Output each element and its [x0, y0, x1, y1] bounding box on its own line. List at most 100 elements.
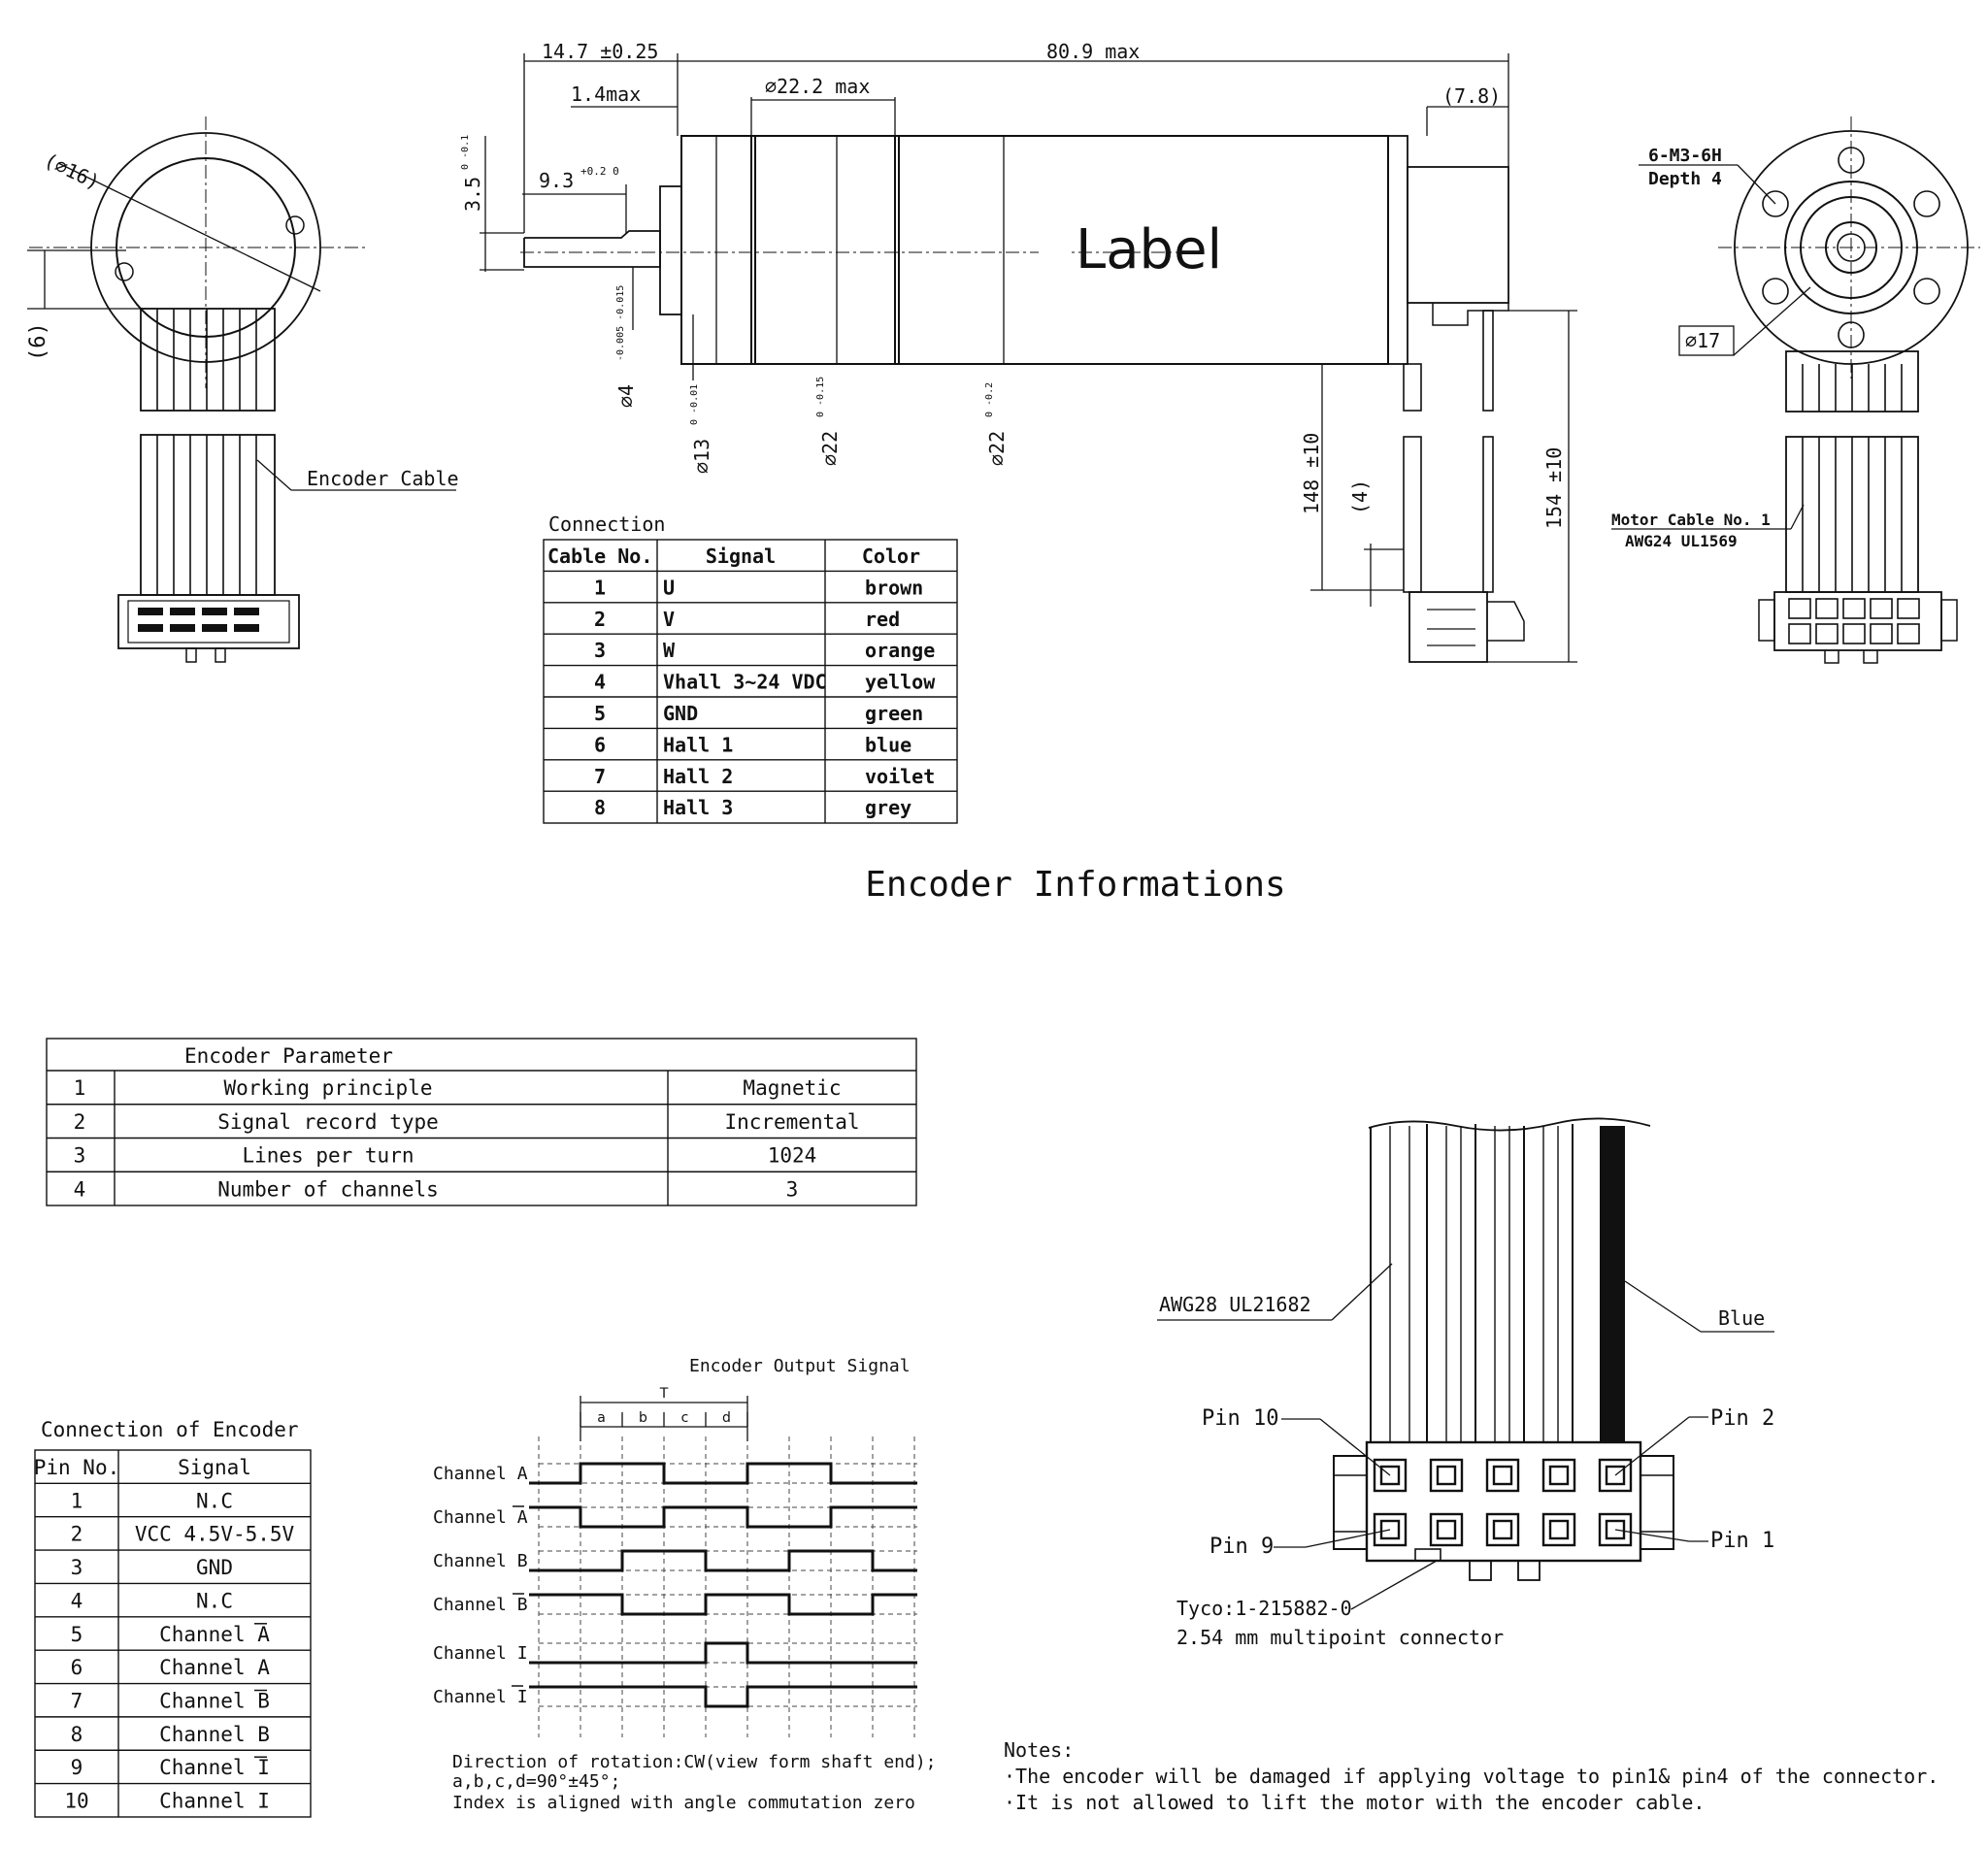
conn-cell-color: yellow [865, 671, 936, 694]
enc-cell-signal: N.C [196, 1589, 233, 1612]
dim-d22-a-tol: 0 -0.15 [815, 377, 826, 417]
conn-cell-no: 2 [594, 608, 606, 631]
signal-channel-label: Channel A [433, 1507, 528, 1528]
dim-d22-a: ⌀22 [818, 431, 842, 466]
conn-cell-no: 3 [594, 639, 606, 662]
dim-d22-b-tol: 0 -0.2 [984, 382, 995, 417]
conn-cell-signal: Hall 2 [663, 765, 733, 788]
connection-title: Connection [548, 512, 665, 536]
param-cell-no: 4 [74, 1177, 86, 1201]
conn-cell-signal: Hall 1 [663, 733, 733, 756]
conn-cell-no: 1 [594, 576, 606, 599]
dim-14-7: 14.7 ±0.25 [542, 40, 658, 63]
enc-cell-signal: Channel A [159, 1656, 270, 1679]
pin10-label: Pin 10 [1202, 1406, 1278, 1431]
signal-note-3: Index is aligned with angle commutation … [452, 1793, 915, 1813]
conn-cell-no: 6 [594, 733, 606, 756]
left-d16-label: (⌀16) [41, 149, 104, 194]
motor-side-view: Label ⌀22.2 max 14.7 ±0.25 80.9 max [460, 40, 1577, 663]
motor-label-text: Label [1076, 218, 1222, 281]
note-2: ·It is not allowed to lift the motor wit… [1004, 1791, 1705, 1814]
pin1-label: Pin 1 [1710, 1529, 1774, 1553]
conn-cell-signal: W [663, 639, 676, 662]
motor-cable-label-2: AWG24 UL1569 [1625, 532, 1738, 550]
dim-d13-tol: 0 -0.01 [689, 384, 700, 425]
enc-cell-pin: 7 [71, 1690, 83, 1713]
dim-d4: ⌀4 [614, 384, 638, 408]
signal-channel-label: Channel I [433, 1643, 528, 1664]
dim-9-3: 9.3 [539, 169, 574, 192]
signal-period-T: T [659, 1386, 669, 1402]
conn-cell-no: 4 [594, 671, 606, 694]
left-end-view: (⌀16) Encoder Cable [26, 116, 459, 663]
conn-cell-signal: V [663, 608, 675, 631]
notes: Notes: ·The encoder will be damaged if a… [1004, 1738, 1938, 1814]
param-cell-no: 3 [74, 1144, 86, 1168]
signal-channel-label: Channel B [433, 1551, 528, 1571]
signal-channel-label: Channel B [433, 1595, 528, 1615]
signal-title: Encoder Output Signal [689, 1356, 911, 1376]
enc-cell-signal: VCC 4.5V-5.5V [135, 1523, 295, 1546]
dim-3-5: 3.5 [461, 177, 484, 212]
dim-d22-2max: ⌀22.2 max [765, 75, 870, 98]
conn-cell-color: brown [865, 576, 923, 599]
signal-phase-label: c [681, 1410, 689, 1426]
conn-cell-color: grey [865, 796, 911, 819]
conn-header-signal: Signal [706, 545, 776, 568]
conn-cell-color: blue [865, 733, 911, 756]
conn-cell-color: red [865, 608, 900, 631]
signal-phase-label: a [597, 1410, 606, 1426]
enc-conn-title: Connection of Encoder [41, 1418, 299, 1441]
note-1: ·The encoder will be damaged if applying… [1004, 1765, 1938, 1788]
blue-label: Blue [1718, 1306, 1765, 1330]
signal-channel-label: Channel I [433, 1687, 528, 1707]
conn-cell-signal: GND [663, 702, 698, 725]
conn-cell-signal: Vhall 3~24 VDC [663, 671, 827, 694]
signal-phase-label: b [639, 1410, 647, 1426]
enc-cell-signal: Channel I [159, 1790, 270, 1813]
conn-cell-no: 8 [594, 796, 606, 819]
awg28-label: AWG28 UL21682 [1159, 1293, 1311, 1316]
dim-154: 154 ±10 [1542, 447, 1566, 529]
conn-cell-no: 7 [594, 765, 606, 788]
conn-cell-color: green [865, 702, 923, 725]
dim-d13: ⌀13 [690, 439, 713, 474]
param-cell-no: 2 [74, 1110, 86, 1134]
enc-cell-pin: 3 [71, 1556, 83, 1579]
param-cell-value: Magnetic [743, 1076, 841, 1100]
motor-cable-label-1: Motor Cable No. 1 [1611, 511, 1771, 529]
dim-80-9: 80.9 max [1046, 40, 1140, 63]
dim-7-8: (7.8) [1442, 84, 1501, 108]
param-cell-name: Working principle [224, 1076, 433, 1100]
enc-cell-signal: GND [196, 1556, 233, 1579]
connector-desc: 2.54 mm multipoint connector [1176, 1626, 1504, 1649]
dim-9-3-tol: +0.2 0 [580, 165, 619, 178]
d17-label: ⌀17 [1685, 329, 1720, 352]
dim-3-5-tol: 0 -0.1 [460, 135, 471, 170]
signal-note-1: Direction of rotation:CW(view form shaft… [452, 1752, 937, 1772]
encoder-param-title: Encoder Parameter [184, 1044, 393, 1068]
enc-cell-pin: 8 [71, 1723, 83, 1746]
conn-header-cable: Cable No. [547, 545, 652, 568]
enc-cell-pin: 2 [71, 1523, 83, 1546]
enc-cell-pin: 6 [71, 1656, 83, 1679]
dim-1-4max: 1.4max [571, 83, 641, 106]
right-end-view: 6-M3-6H Depth 4 ⌀17 Motor Cable No. 1 AW… [1611, 116, 1980, 664]
section-title: Encoder Informations [865, 865, 1285, 905]
encoder-cable-label: Encoder Cable [307, 467, 459, 490]
tyco-label: Tyco:1-215882-0 [1176, 1597, 1352, 1620]
pin2-label: Pin 2 [1710, 1406, 1774, 1431]
pin9-label: Pin 9 [1209, 1535, 1274, 1559]
enc-cell-pin: 5 [71, 1623, 83, 1646]
conn-cell-signal: Hall 3 [663, 796, 733, 819]
connector-detail: AWG28 UL21682 Blue Pin 10 Pin 2 Pin 9 Pi… [1157, 1117, 1774, 1649]
param-cell-value: 3 [786, 1177, 799, 1201]
enc-cell-pin: 4 [71, 1589, 83, 1612]
notes-title: Notes: [1004, 1738, 1074, 1762]
